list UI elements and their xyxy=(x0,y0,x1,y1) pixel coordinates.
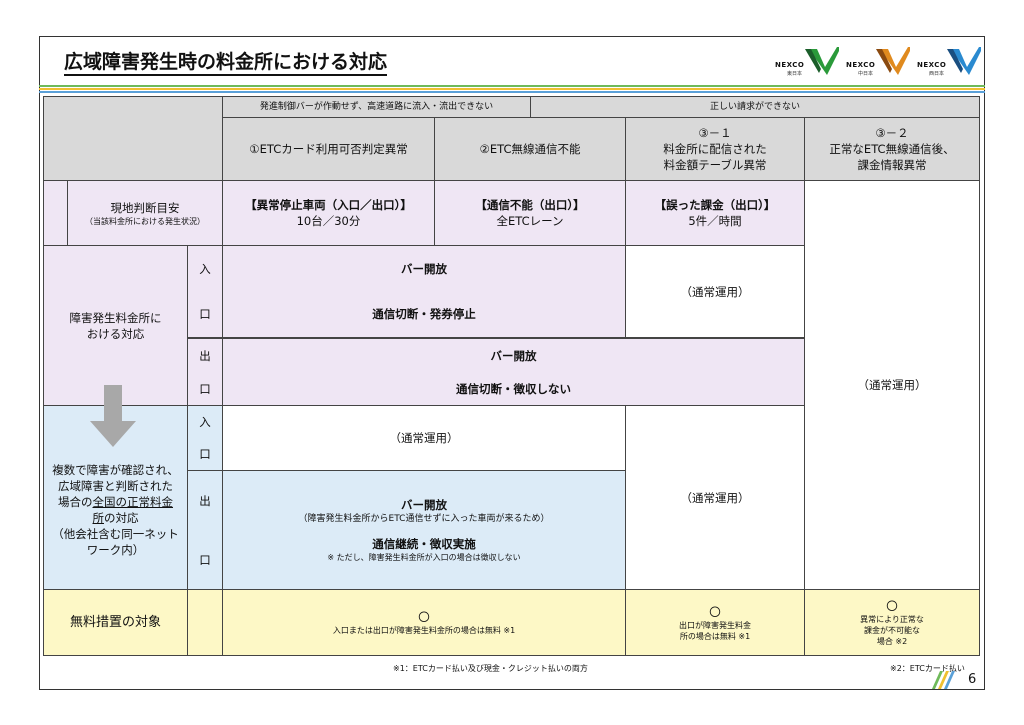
page-title: 広域障害発生時の料金所における対応 xyxy=(64,50,388,76)
nexco-logos: NEXCO 東日本 NEXCO 中日本 NEXCO 西日本 xyxy=(775,45,985,85)
criteria-label: 現地判断目安 （当該料金所における発生状況） xyxy=(67,180,223,246)
criteria-col2: 【通信不能（出口）】 全ETCレーン xyxy=(434,180,626,246)
free-col3: 〇 出口が障害発生料金 所の場合は無料 ※1 xyxy=(625,589,805,656)
criteria-col1: 【異常停止車両（入口／出口）】 10台／30分 xyxy=(222,180,435,246)
footnote-1: ※1：ETCカード払い及び現金・クレジット払いの両方 xyxy=(393,664,588,673)
criteria-col3: 【誤った課金（出口）】 5件／時間 xyxy=(625,180,805,246)
local-entry-col3: （通常運用） xyxy=(625,245,805,338)
header-col3: ③－１ 料金所に配信された 料金額テーブル異常 xyxy=(625,117,805,181)
wide-exit-side: 出 口 xyxy=(187,470,223,590)
stripe-logo-icon xyxy=(932,671,955,689)
slide-frame xyxy=(39,36,985,690)
header-stripes xyxy=(39,85,985,95)
free-col12: 〇 入口または出口が障害発生料金所の場合は無料 ※1 xyxy=(222,589,626,656)
header-group-a: 発進制御バーが作動せず、高速道路に流入・流出できない xyxy=(222,96,531,118)
local-entry-action: バー開放 通信切断・発券停止 xyxy=(222,245,626,338)
local-exit-action: バー開放 通信切断・徴収しない xyxy=(222,338,805,406)
down-arrow-icon xyxy=(90,385,136,447)
wide-entry-action: （通常運用） xyxy=(222,405,626,471)
nexco-west-logo: NEXCO 西日本 xyxy=(917,45,981,81)
local-exit-side: 出 口 xyxy=(187,338,223,406)
header-corner xyxy=(43,96,223,181)
footnote-2: ※2：ETCカード払い xyxy=(890,664,965,673)
free-col4: 〇 異常により正常な 課金が不可能な 場合 ※2 xyxy=(804,589,980,656)
local-entry-side: 入 口 xyxy=(187,245,223,338)
local-label: 障害発生料金所に おける対応 xyxy=(43,245,188,406)
nexco-central-logo: NEXCO 中日本 xyxy=(846,45,910,81)
header-col1: ①ETCカード利用可否判定異常 xyxy=(222,117,435,181)
nexco-east-logo: NEXCO 東日本 xyxy=(775,45,839,81)
wide-entry-side: 入 口 xyxy=(187,405,223,471)
header-group-b: 正しい請求ができない xyxy=(530,96,980,118)
free-label: 無料措置の対象 xyxy=(43,589,188,656)
free-side xyxy=(187,589,223,656)
page-number: 6 xyxy=(968,672,977,687)
header-col2: ②ETC無線通信不能 xyxy=(434,117,626,181)
wide-exit-action: バー開放 （障害発生料金所からETC通信せずに入った車両が来るため） 通信継続・… xyxy=(222,470,626,590)
header-col4: ③－２ 正常なETC無線通信後、 課金情報異常 xyxy=(804,117,980,181)
wide-col3: （通常運用） xyxy=(625,405,805,590)
criteria-side xyxy=(43,180,68,246)
col4-normal-cell: （通常運用） xyxy=(804,180,980,590)
wide-label: 複数で障害が確認され、 広域障害と判断された 場合の全国の正常料金 所の対応 （… xyxy=(43,405,188,590)
